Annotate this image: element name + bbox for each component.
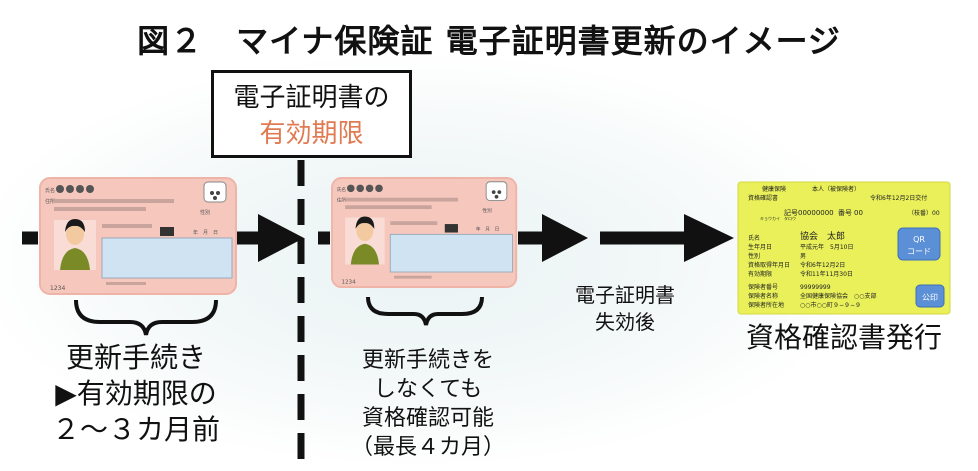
label-certificate-expired: 電子証明書 失効後 [575, 283, 675, 334]
card-2-number: 1234 [341, 279, 356, 285]
brace-middle [366, 296, 484, 326]
svg-text:コード: コード [907, 247, 931, 256]
svg-text:全国健康保険協会 ○○支部: 全国健康保険協会 ○○支部 [800, 292, 876, 300]
svg-text:年 月 日: 年 月 日 [193, 229, 218, 236]
qualification-certificate: 健康保険 本人（被保険者） 資格確認書 令和6年12月2日交付 記号 00000… [737, 181, 951, 315]
svg-text:生年月日: 生年月日 [748, 243, 772, 251]
svg-text:保険者番号: 保険者番号 [748, 283, 778, 291]
my-number-card-2: 氏名 住所 性別 年 月 日 1234 [331, 177, 518, 288]
arrow-1 [233, 214, 304, 262]
svg-text:番号: 番号 [838, 209, 852, 217]
card-1-number: 1234 [50, 285, 65, 292]
qr-code-badge: QR コード [897, 227, 941, 261]
svg-text:QR: QR [913, 235, 925, 244]
validity-callout-line2: 有効期限 [259, 119, 364, 149]
validity-callout-line1: 電子証明書の [233, 83, 390, 113]
svg-text:令和6年12月2日交付: 令和6年12月2日交付 [870, 194, 927, 202]
svg-text:記号: 記号 [784, 208, 798, 217]
svg-text:年 月 日: 年 月 日 [476, 226, 499, 233]
svg-text:氏名: 氏名 [45, 187, 55, 194]
svg-text:住所: 住所 [45, 198, 55, 205]
svg-text:99999999: 99999999 [800, 284, 831, 291]
svg-text:00000000: 00000000 [798, 209, 834, 217]
label-grace-period: 更新手続きを しなくても 資格確認可能 （最長４カ月） [350, 348, 505, 461]
svg-text:キョウカイ タロウ: キョウカイ タロウ [760, 215, 796, 221]
my-number-card-1: 氏名 住所 性別 年 月 日 1234 [39, 177, 237, 295]
svg-text:令和11年11月30日: 令和11年11月30日 [800, 270, 853, 278]
svg-text:性別: 性別 [748, 252, 760, 260]
svg-text:00: 00 [854, 209, 863, 217]
svg-text:平成元年 5月10日: 平成元年 5月10日 [800, 243, 853, 251]
arrow-3 [600, 214, 734, 262]
label-certificate-issued: 資格確認書発行 [745, 321, 942, 354]
svg-text:有効期限: 有効期限 [748, 270, 772, 278]
svg-text:男: 男 [800, 253, 806, 260]
official-seal-badge: 公印 [915, 284, 945, 308]
svg-text:資格確認書: 資格確認書 [748, 194, 778, 202]
svg-text:性別: 性別 [200, 209, 210, 216]
svg-text:住所: 住所 [337, 197, 347, 204]
label-renewal-timing: 更新手続き ▶有効期限の ２～３カ月前 [51, 341, 220, 446]
svg-text:公印: 公印 [922, 293, 938, 302]
svg-text:資格取得年月日: 資格取得年月日 [748, 261, 790, 269]
svg-text:保険者名称: 保険者名称 [748, 292, 778, 300]
svg-text:（枝番）00: （枝番）00 [908, 209, 940, 217]
svg-text:健康保険: 健康保険 [762, 185, 786, 193]
arrow-2 [518, 214, 588, 262]
svg-text:氏名: 氏名 [748, 234, 760, 242]
svg-text:協会 太郎: 協会 太郎 [800, 230, 845, 242]
svg-text:令和6年12月2日: 令和6年12月2日 [800, 261, 845, 269]
svg-text:本人（被保険者）: 本人（被保険者） [812, 185, 860, 193]
figure-title: 図２ マイナ保険証 電子証明書更新のイメージ [137, 22, 841, 60]
brace-left [74, 299, 218, 336]
svg-text:氏名: 氏名 [337, 186, 346, 193]
validity-callout-box: 電子証明書の 有効期限 [211, 70, 412, 158]
svg-text:性別: 性別 [482, 207, 492, 214]
svg-text:保険者所在地: 保険者所在地 [748, 301, 784, 309]
svg-text:○○市○○町９−９−９: ○○市○○町９−９−９ [800, 301, 861, 309]
